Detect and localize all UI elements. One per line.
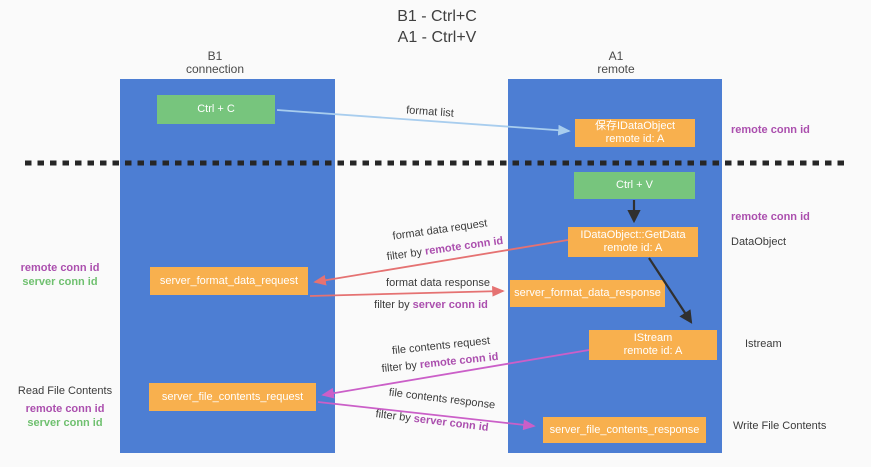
filter-by-text: filter by [374, 408, 415, 425]
left-mid-conn-ids: remote conn id server conn id [10, 261, 110, 289]
server-conn-id-label: server conn id [22, 276, 98, 288]
filter-by-text: filter by [381, 359, 421, 376]
title-line-1: B1 - Ctrl+C [397, 8, 477, 25]
box-idataobject-getdata: IDataObject::GetData remote id: A [568, 227, 698, 257]
dataobject-label: DataObject [731, 236, 787, 248]
read-file-contents-label: Read File Contents [17, 385, 113, 397]
server-file-contents-response-label: server_file_contents_response [549, 423, 700, 436]
server-conn-id-key: server conn id [412, 299, 488, 311]
remote-conn-id-label-ctrlv: remote conn id [731, 211, 810, 223]
box-save-idataobject: 保存IDataObject remote id: A [575, 119, 695, 147]
save-idataobject-line1: 保存IDataObject [594, 120, 676, 132]
box-istream: IStream remote id: A [589, 330, 717, 360]
server-file-contents-request-label: server_file_contents_request [161, 390, 304, 403]
box-server-format-data-request: server_format_data_request [150, 267, 308, 295]
lane-a1-name: A1 [608, 49, 624, 63]
getdata-line1: IDataObject::GetData [580, 229, 686, 241]
read-file-contents-block: Read File Contents remote conn id server… [10, 384, 120, 430]
box-server-file-contents-request: server_file_contents_request [149, 383, 316, 411]
istream-line2: remote id: A [623, 345, 683, 357]
remote-conn-id-key: remote conn id [424, 234, 504, 258]
server-conn-id-key: server conn id [413, 412, 490, 434]
ctrl-v-label: Ctrl + V [616, 179, 653, 191]
server-format-data-response-label: server_format_data_response [514, 287, 661, 299]
title-line-2: A1 - Ctrl+V [397, 29, 477, 46]
lane-header-a1: A1 remote [597, 50, 634, 76]
file-contents-response-label: file contents response [388, 386, 496, 412]
ctrl-c-label: Ctrl + C [197, 103, 235, 115]
save-idataobject-line2: remote id: A [605, 133, 665, 145]
lane-header-b1: B1 connection [186, 50, 244, 76]
box-server-format-data-response: server_format_data_response [510, 280, 665, 307]
remote-conn-id-label: remote conn id [25, 403, 105, 415]
remote-conn-id-label-top: remote conn id [731, 124, 810, 136]
write-file-contents-label: Write File Contents [733, 420, 827, 432]
server-format-data-request-label: server_format_data_request [159, 274, 299, 287]
getdata-line2: remote id: A [603, 242, 663, 254]
format-data-response-filter-label: filter by server conn id [374, 299, 488, 311]
box-ctrl-c: Ctrl + C [157, 95, 275, 124]
server-conn-id-label: server conn id [27, 417, 103, 429]
format-data-response-arrow [309, 285, 505, 297]
format-list-label: format list [405, 104, 455, 120]
lane-a1-role: remote [597, 62, 635, 76]
remote-conn-id-key: remote conn id [419, 350, 499, 372]
filter-by-text: filter by [374, 299, 413, 311]
diagram-title: B1 - Ctrl+C A1 - Ctrl+V [397, 6, 477, 48]
lane-b1-role: connection [185, 62, 245, 76]
lane-b1-name: B1 [207, 49, 223, 63]
file-contents-response-filter-label: filter by server conn id [375, 408, 489, 434]
istream-label: Istream [745, 338, 782, 350]
remote-conn-id-label: remote conn id [20, 262, 100, 274]
box-server-file-contents-response: server_file_contents_response [543, 417, 706, 443]
box-ctrl-v: Ctrl + V [574, 172, 695, 199]
format-data-response-label: format data response [386, 277, 490, 289]
istream-line1: IStream [633, 332, 673, 344]
filter-by-text: filter by [386, 245, 426, 264]
